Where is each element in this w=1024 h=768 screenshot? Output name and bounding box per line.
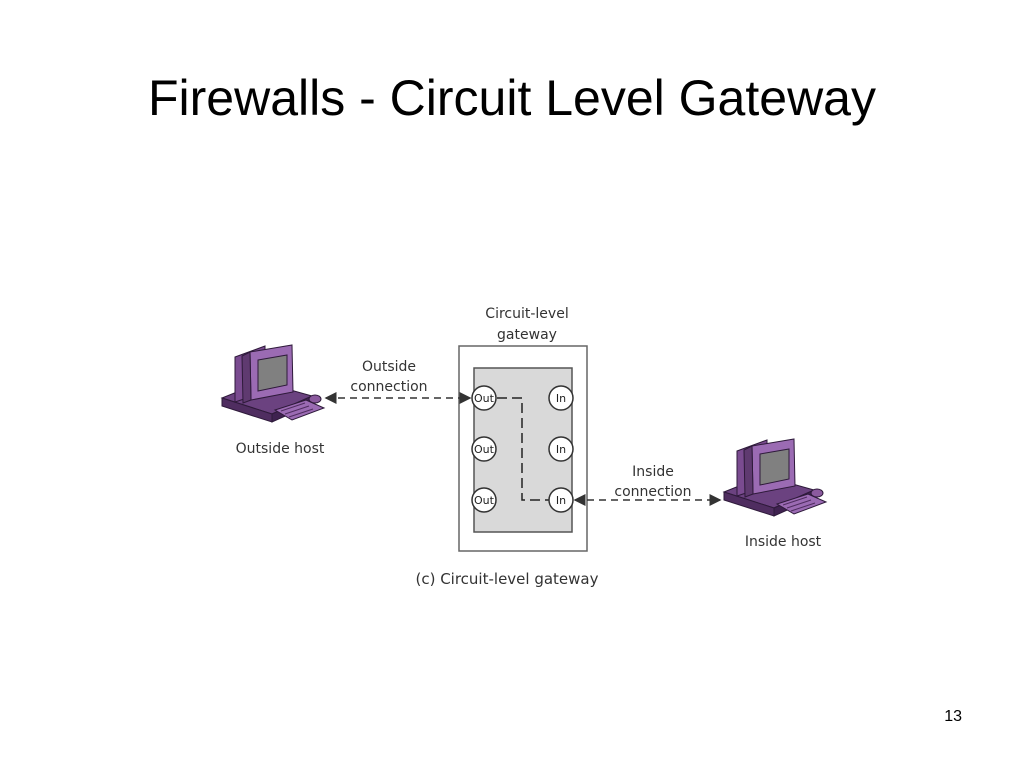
out-port-label: Out: [474, 392, 495, 405]
out-port: Out: [471, 487, 497, 513]
outside-connection-label-line1: Outside: [362, 359, 416, 375]
page-number: 13: [944, 708, 962, 725]
outside-host-computer-icon: [220, 344, 326, 423]
outside-connection-label-line2: connection: [350, 379, 427, 395]
in-port-label: In: [556, 392, 566, 405]
in-port: In: [548, 436, 574, 462]
inside-host-label: Inside host: [745, 534, 822, 550]
diagram-caption: (c) Circuit-level gateway: [415, 570, 598, 588]
out-port-label: Out: [474, 443, 495, 456]
inside-connection-label-line1: Inside: [632, 464, 674, 480]
in-port-label: In: [556, 443, 566, 456]
gateway-label-line1: Circuit-level: [485, 306, 568, 322]
circuit-path: [497, 397, 549, 501]
in-port: In: [548, 385, 574, 411]
in-port: In: [548, 487, 574, 513]
in-port-label: In: [556, 494, 566, 507]
inside-connection-label-line2: connection: [614, 484, 691, 500]
out-port-label: Out: [474, 494, 495, 507]
slide-title: Firewalls - Circuit Level Gateway: [148, 70, 876, 126]
out-port: Out: [471, 436, 497, 462]
inside-host-computer-icon: [722, 438, 828, 517]
gateway-label-line2: gateway: [497, 327, 557, 343]
outside-host-label: Outside host: [236, 441, 325, 457]
out-port: Out: [471, 385, 497, 411]
